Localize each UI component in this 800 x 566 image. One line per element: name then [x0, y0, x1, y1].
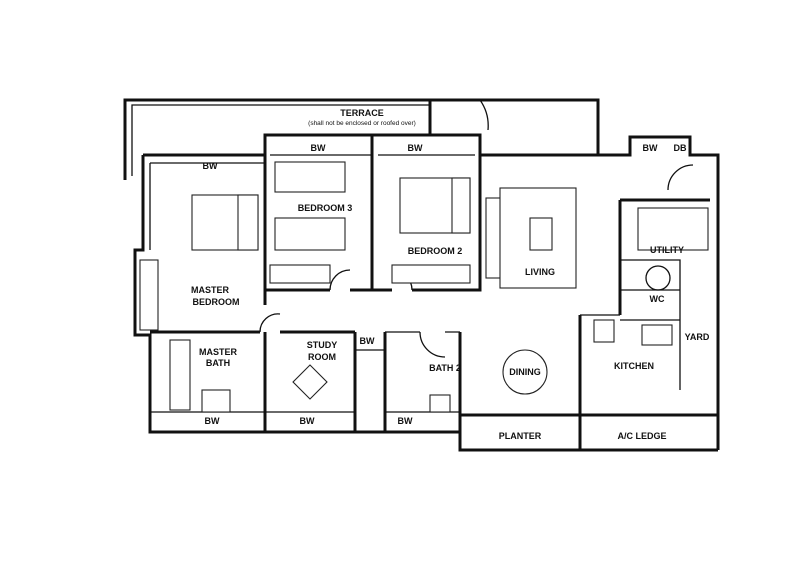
label-bw: BW — [643, 143, 658, 153]
label-terrace: TERRACE — [340, 108, 384, 118]
label-bw: BW — [203, 161, 218, 171]
label-study-2: ROOM — [308, 352, 336, 362]
label-bedroom2: BEDROOM 2 — [408, 246, 463, 256]
label-bw: BW — [311, 143, 326, 153]
bay-window-labels: BW BW BW BW BW BW BW BW — [203, 143, 658, 426]
label-utility: UTILITY — [650, 245, 684, 255]
label-dining: DINING — [509, 367, 541, 377]
label-master-bedroom-1: MASTER — [191, 285, 230, 295]
label-bw: BW — [360, 336, 375, 346]
label-kitchen: KITCHEN — [614, 361, 654, 371]
label-planter: PLANTER — [499, 431, 542, 441]
label-bw: BW — [398, 416, 413, 426]
label-bw: BW — [408, 143, 423, 153]
label-bath2: BATH 2 — [429, 363, 461, 373]
label-bw: BW — [205, 416, 220, 426]
label-master-bedroom-2: BEDROOM — [193, 297, 240, 307]
label-master-bath-1: MASTER — [199, 347, 238, 357]
label-study-1: STUDY — [307, 340, 338, 350]
walls — [123, 98, 720, 452]
label-master-bath-2: BATH — [206, 358, 230, 368]
furniture — [139, 161, 709, 413]
label-ac-ledge: A/C LEDGE — [617, 431, 666, 441]
label-terrace-note: (shall not be enclosed or roofed over) — [308, 120, 416, 127]
room-labels: TERRACE (shall not be enclosed or roofed… — [191, 108, 710, 441]
label-bw: BW — [300, 416, 315, 426]
label-living: LIVING — [525, 267, 555, 277]
label-db: DB — [674, 143, 687, 153]
label-wc: WC — [650, 294, 665, 304]
label-yard: YARD — [685, 332, 710, 342]
label-bedroom3: BEDROOM 3 — [298, 203, 353, 213]
